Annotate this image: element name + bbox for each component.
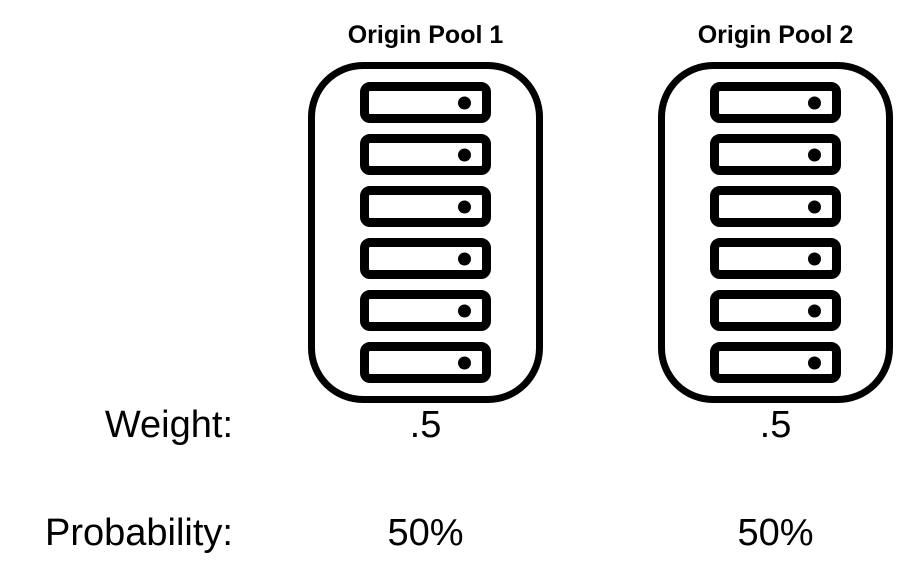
server-led-dot-icon: [808, 148, 821, 161]
server-led-dot-icon: [458, 200, 471, 213]
server-icon: [360, 290, 491, 331]
origin-pool-2-title: Origin Pool 2: [697, 21, 854, 49]
origin-pool-2-box: [658, 62, 893, 403]
server-icon: [360, 186, 491, 227]
server-led-dot-icon: [458, 148, 471, 161]
server-icon: [710, 290, 841, 331]
server-icon: [710, 238, 841, 279]
server-led-dot-icon: [808, 200, 821, 213]
origin-pool-1-weight-value: .5: [409, 404, 442, 446]
probability-row-label: Probability:: [45, 512, 233, 554]
origin-pool-1-box: [308, 62, 543, 403]
server-icon: [710, 342, 841, 383]
server-led-dot-icon: [808, 96, 821, 109]
server-led-dot-icon: [458, 304, 471, 317]
server-icon: [710, 134, 841, 175]
origin-pool-1-server-rack: [315, 69, 536, 396]
server-led-dot-icon: [458, 252, 471, 265]
server-icon: [360, 342, 491, 383]
server-icon: [360, 238, 491, 279]
server-led-dot-icon: [808, 356, 821, 369]
server-icon: [360, 82, 491, 123]
server-icon: [710, 82, 841, 123]
weight-row-label: Weight:: [104, 404, 233, 446]
server-led-dot-icon: [808, 252, 821, 265]
origin-pool-1-probability-value: 50%: [387, 512, 464, 554]
origin-pool-1-title: Origin Pool 1: [347, 21, 504, 49]
origin-pool-2-probability-value: 50%: [737, 512, 814, 554]
server-led-dot-icon: [458, 96, 471, 109]
origin-pool-2-server-rack: [665, 69, 886, 396]
server-icon: [710, 186, 841, 227]
server-led-dot-icon: [458, 356, 471, 369]
origin-pool-2-weight-value: .5: [759, 404, 792, 446]
server-led-dot-icon: [808, 304, 821, 317]
server-icon: [360, 134, 491, 175]
